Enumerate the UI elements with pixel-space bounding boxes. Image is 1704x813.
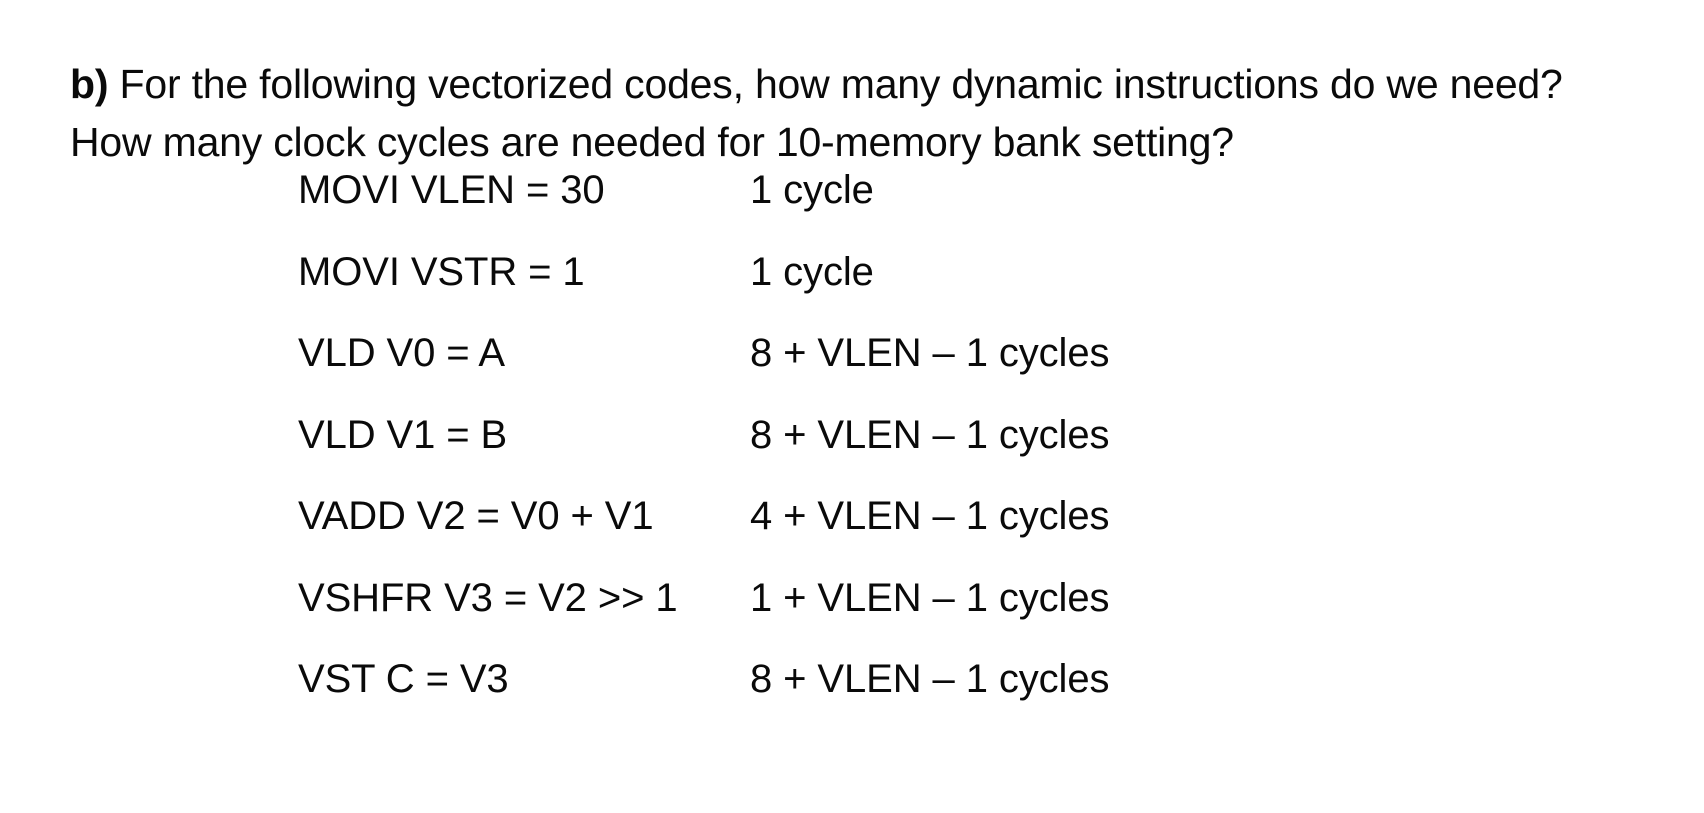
instruction-cell: VLD V1 = B [298,412,508,457]
question-prompt: b) For the following vectorized codes, h… [70,55,1600,171]
cycles-cell: 8 + VLEN – 1 cycles [750,412,1110,457]
table-row: VST C = V3 8 + VLEN – 1 cycles [298,639,1398,721]
instruction-cell: VST C = V3 [298,657,509,701]
table-row: MOVI VLEN = 30 1 cycle [298,150,1398,232]
instruction-cell: MOVI VSTR = 1 [298,249,585,294]
table-row: MOVI VSTR = 1 1 cycle [298,232,1398,314]
instruction-cell: VLD V0 = A [298,331,505,375]
instruction-cell: VADD V2 = V0 + V1 [298,494,654,538]
vector-code-table-body: MOVI VLEN = 30 1 cycle MOVI VSTR = 1 1 c… [298,150,1398,721]
table-row: VSHFR V3 = V2 >> 1 1 + VLEN – 1 cycles [298,558,1398,640]
cycles-cell: 8 + VLEN – 1 cycles [750,657,1110,701]
table-row: VADD V2 = V0 + V1 4 + VLEN – 1 cycles [298,476,1398,558]
cycles-cell: 1 + VLEN – 1 cycles [750,575,1110,620]
question-text: For the following vectorized codes, how … [70,61,1574,165]
table-row: VLD V1 = B 8 + VLEN – 1 cycles [298,395,1398,477]
cycles-cell: 4 + VLEN – 1 cycles [750,494,1110,538]
question-label: b) [70,61,109,107]
table-row: VLD V0 = A 8 + VLEN – 1 cycles [298,313,1398,395]
instruction-cell: VSHFR V3 = V2 >> 1 [298,575,678,620]
cycles-cell: 1 cycle [750,168,874,212]
cycles-cell: 8 + VLEN – 1 cycles [750,331,1110,375]
instruction-cell: MOVI VLEN = 30 [298,168,605,212]
vector-code-table: MOVI VLEN = 30 1 cycle MOVI VSTR = 1 1 c… [298,150,1398,721]
cycles-cell: 1 cycle [750,249,874,294]
